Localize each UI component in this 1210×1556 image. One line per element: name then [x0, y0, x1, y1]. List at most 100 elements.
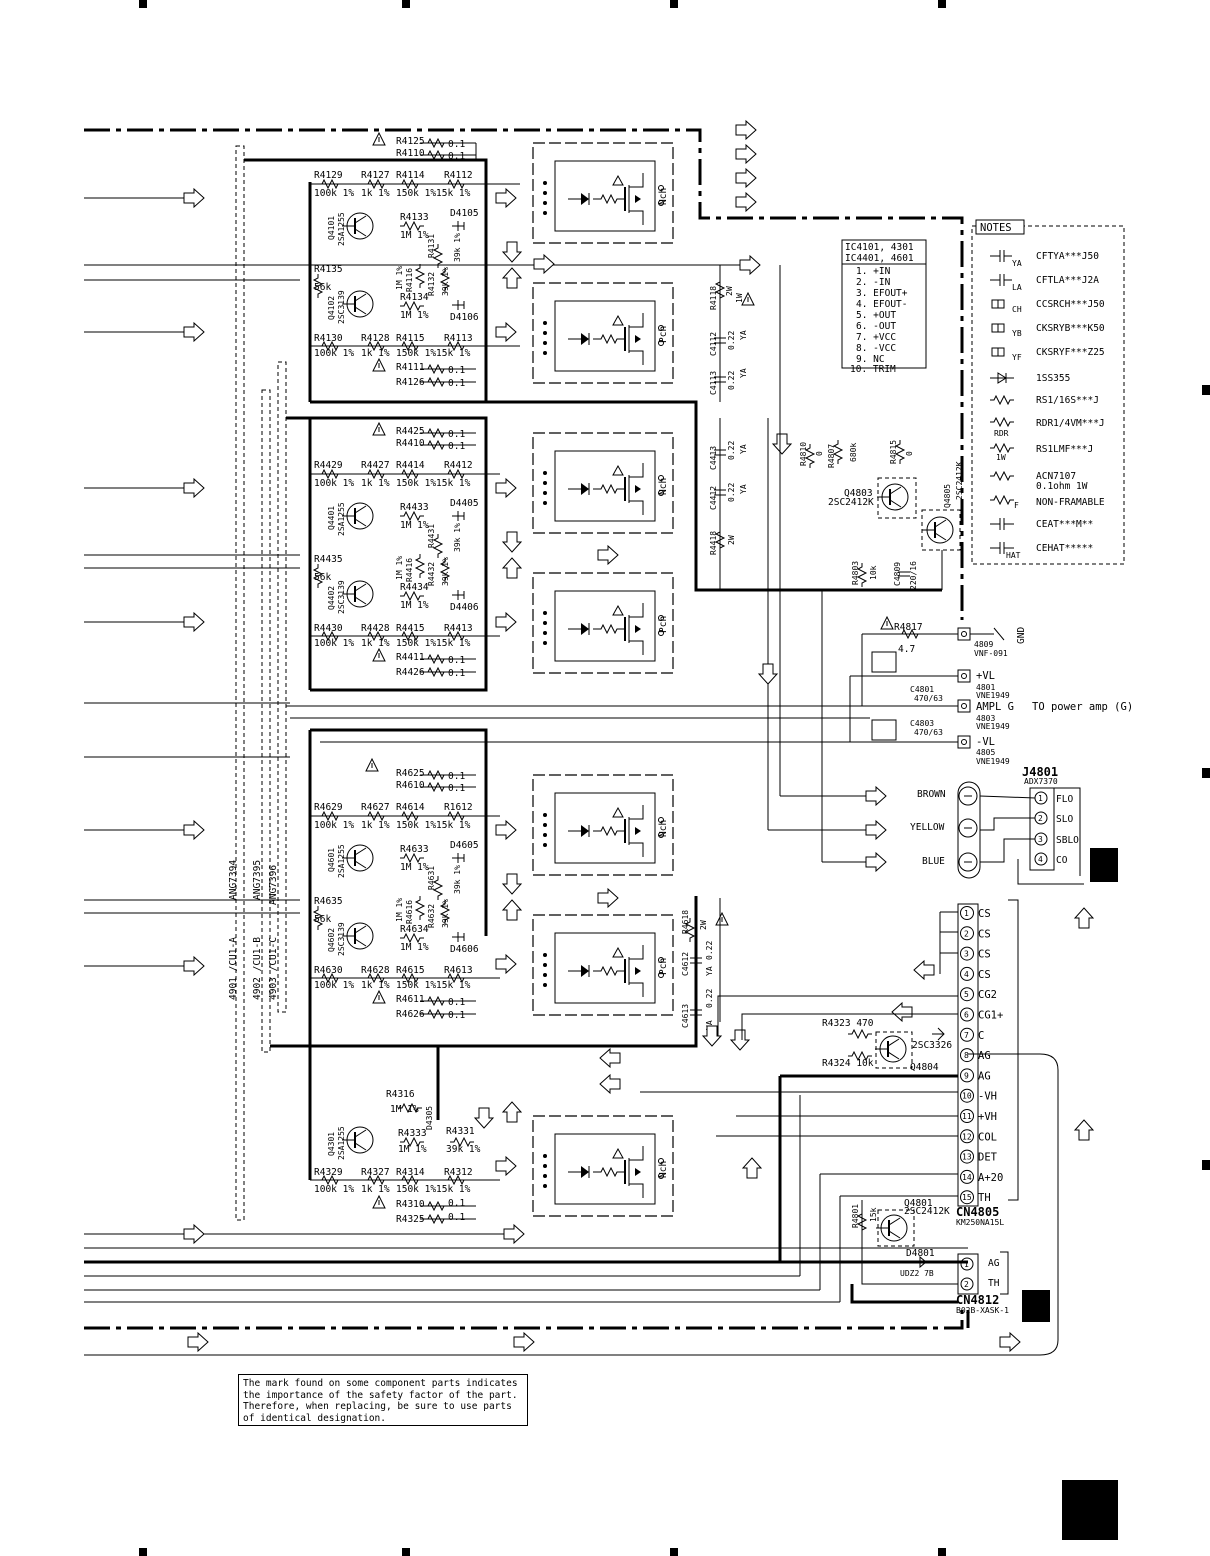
r-row-d: R4312	[444, 1167, 473, 1178]
d-top: D4605	[450, 840, 479, 851]
cn4805-pin-label: AG	[978, 1070, 991, 1082]
r-row1-vc: 150k 1%	[396, 478, 436, 489]
nch-label-4: Nch	[658, 1161, 669, 1178]
r-row1-va: 100k 1%	[314, 820, 354, 831]
r-mid-val: 1M 1%	[400, 230, 429, 241]
q-top: Q4101	[327, 216, 336, 240]
r-row1-c: R4114	[396, 170, 425, 181]
c4809: C4809	[893, 562, 902, 586]
r-lv: R4435	[314, 554, 343, 565]
cn4812-pin2: 2	[964, 1280, 969, 1289]
cn4805-pin-label: TH	[978, 1192, 991, 1204]
wire-brown: BROWN	[917, 789, 946, 800]
bus-label-1: 4901 /CU1-A	[228, 937, 239, 1000]
ic-pin-7: 7. +VCC	[856, 332, 896, 343]
r-row1-d: R4412	[444, 460, 473, 471]
p4809-part: VNF-091	[974, 649, 1008, 658]
svg-text:CH: CH	[1012, 305, 1022, 314]
r4803-v: 10k	[869, 565, 878, 580]
c4801-v: 470/63	[914, 694, 943, 703]
r-row-va: 100k 1%	[314, 1184, 354, 1195]
bus-label-5: 4903 /CU1-C	[268, 937, 279, 1000]
d-top: D4105	[450, 208, 479, 219]
r-row1-vd: 15k 1%	[436, 188, 471, 199]
j-pin-3: 3	[1038, 835, 1043, 844]
c4112-t: YA	[739, 330, 748, 340]
r-row1-a: R4429	[314, 460, 343, 471]
r-row2-vc: 150k 1%	[396, 348, 436, 359]
bus-connectors: 4901 /CU1-A ANG7394 4902 /CU1-B ANG7395 …	[228, 145, 287, 1221]
r-row2-d: R4413	[444, 623, 473, 634]
q-top: Q4401	[327, 506, 336, 530]
svg-text:ACN7107: ACN7107	[1036, 471, 1076, 482]
j-pin-3-label: SBLO	[1056, 835, 1079, 846]
cn4805-pin-6	[960, 1007, 974, 1022]
cn4805-pin-number: 2	[964, 929, 969, 938]
svg-text:CEAT***M**: CEAT***M**	[1036, 519, 1093, 530]
d4801-type: UDZ2 7B	[900, 1269, 934, 1278]
r4801: R4801	[851, 1204, 860, 1228]
svg-text:RDR: RDR	[994, 429, 1009, 438]
r-row1-c: R4614	[396, 802, 425, 813]
ic-pin-5: 5. +OUT	[856, 310, 896, 321]
note-cap-ch: CH CCSRCH***J50	[991, 299, 1105, 314]
cn4812-pin2-label: TH	[988, 1278, 1000, 1289]
cn4805-pin-number: 12	[962, 1132, 972, 1141]
safety-line-3: Therefore, when replacing, be sure to us…	[243, 1401, 512, 1412]
c4413: C4413	[709, 446, 718, 470]
r-row-a: R4329	[314, 1167, 343, 1178]
p4809: 4809	[974, 640, 993, 649]
q-bot-type: 2SC3139	[337, 922, 346, 956]
c4809-v: 220/16	[909, 561, 918, 590]
r-row2-vc: 150k 1%	[396, 638, 436, 649]
c4113: C4113	[709, 371, 718, 395]
cn4805-pin-label: CG1+	[978, 1010, 1003, 1022]
cn4805-pin-2	[960, 926, 974, 941]
r-row1-a: R4629	[314, 802, 343, 813]
r-row1-d: R4112	[444, 170, 473, 181]
r-row2-d: R4613	[444, 965, 473, 976]
r-bot2-val: 0.1	[448, 668, 465, 679]
d-top: D4405	[450, 498, 479, 509]
svg-text:YB: YB	[1012, 329, 1022, 338]
r-top2-val: 0.1	[448, 783, 465, 794]
svg-text:YF: YF	[1012, 353, 1022, 362]
svg-text:1SS355: 1SS355	[1036, 373, 1070, 384]
r-row2-c: R4615	[396, 965, 425, 976]
r4807-v: 680k	[849, 443, 858, 462]
svg-text:RDR1/4VM***J: RDR1/4VM***J	[1036, 418, 1105, 429]
gnd-label: GND	[1016, 627, 1027, 644]
cn4805-pin-15	[960, 1190, 974, 1205]
cn4805-pin-11	[960, 1109, 974, 1123]
r-lv-val: 56k	[314, 914, 331, 925]
r-top2: R4410	[396, 438, 425, 449]
r-v2-val: 39k 1%	[453, 523, 462, 552]
ic-pin-3: 3. EFOUT+	[856, 288, 908, 299]
q-bot-type: 2SC3139	[337, 290, 346, 324]
channel-block-4: R4316 1M 1% Q4301 2SA1255 D4305 R43331M …	[204, 1089, 674, 1244]
r-bot2-val: 0.1	[448, 378, 465, 389]
svg-text:CCSRCH***J50: CCSRCH***J50	[1036, 299, 1105, 310]
svg-text:0.1ohm 1W: 0.1ohm 1W	[1036, 481, 1088, 492]
svg-text:CKSRYF***Z25: CKSRYF***Z25	[1036, 347, 1105, 358]
nch-label: Nch	[658, 188, 669, 205]
cn4805-pin-4	[960, 966, 974, 981]
j-pin-2-label: SLO	[1056, 814, 1073, 825]
cn4805-pin-number: 11	[962, 1112, 972, 1121]
svg-text:NON-FRAMABLE: NON-FRAMABLE	[1036, 497, 1105, 508]
r-row2-c: R4415	[396, 623, 425, 634]
r-v1: R4116	[405, 268, 414, 292]
cn4805-pin-number: 4	[964, 970, 969, 979]
r-row1-vd: 15k 1%	[436, 820, 471, 831]
d-bot: D4106	[450, 312, 479, 323]
p4805-part: VNE1949	[976, 757, 1010, 766]
r-v1: R4416	[405, 558, 414, 582]
r-bot-val: 0.1	[448, 365, 465, 376]
ic-pin-4: 4. EFOUT-	[856, 299, 907, 310]
svg-text:CFTYA***J50: CFTYA***J50	[1036, 251, 1099, 262]
r-top2: R4110	[396, 148, 425, 159]
